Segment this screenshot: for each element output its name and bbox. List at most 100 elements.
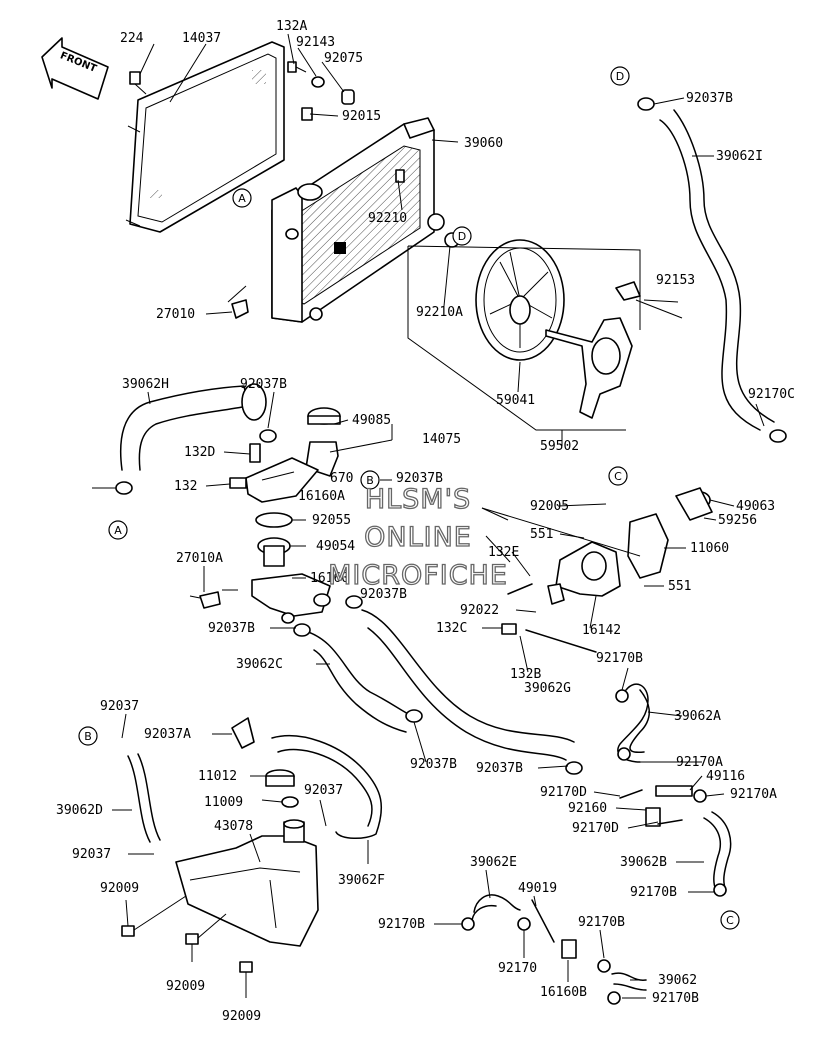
hose-39062h-icon [119,383,267,471]
part-label: 39062 [658,973,697,988]
reference-marker-a-top: A [232,188,252,208]
part-label: 92075 [324,51,363,66]
part-label: 92022 [460,603,499,618]
part-label: 39062A [674,709,721,724]
gasket-11009-icon [281,796,299,808]
part-label: 92037 [304,783,343,798]
svg-text:A: A [238,192,246,205]
part-label: 39062F [338,873,385,888]
svg-text:D: D [616,70,624,83]
part-label: 59041 [496,393,535,408]
reference-marker-b-top: B [360,470,380,490]
switch-27010-icon [227,285,249,319]
radiator-screen-icon [125,41,285,233]
part-label: 92037B [476,761,523,776]
reservoir-tank-icon [175,819,319,947]
leader-lines [92,33,765,999]
hose-39062g-icon [361,609,575,761]
svg-text:D: D [458,230,466,243]
collar-92075-icon [341,89,355,105]
svg-text:A: A [114,524,122,537]
bolt-224-icon [129,71,147,95]
fan-assembly-outline [407,245,641,431]
part-label: 551 [530,527,553,542]
impeller-59256-icon [675,487,713,521]
part-label: 92005 [530,499,569,514]
reference-marker-d-radiator: D [452,226,472,246]
clamp-icons [115,97,787,1005]
part-label: 39062B [620,855,667,870]
part-label: 92170B [578,915,625,930]
part-label: 59502 [540,439,579,454]
radiator-icon [271,117,435,323]
filter-16160b-icon [561,939,577,959]
part-label: 92015 [342,109,381,124]
hose-39062d-icon [127,753,161,843]
part-label: 39062I [716,149,763,164]
svg-text:HLSM'S: HLSM'S [365,484,471,515]
part-label: 92009 [100,881,139,896]
part-label: 39062E [470,855,517,870]
part-label: 92160 [568,801,607,816]
pump-cover-icon [627,513,669,579]
reference-marker-d-hose: D [610,66,630,86]
shaft-132b-icon [525,629,597,653]
svg-text:ONLINE: ONLINE [364,522,472,553]
part-label: 92009 [166,979,205,994]
part-label: 59256 [718,513,757,528]
part-label: 132A [276,19,307,34]
svg-text:B: B [84,730,92,743]
part-label: 92170A [730,787,777,802]
filler-cap-icon [307,407,341,425]
part-label: 27010A [176,551,223,566]
hose-39062i-icon [659,109,775,431]
part-label: 132D [184,445,215,460]
part-label: 49085 [352,413,391,428]
hose-39062e-icon [471,894,521,921]
part-label: 39060 [464,136,503,151]
oring-92055-icon [255,512,293,528]
part-label: 16160 [310,571,349,586]
clip-92210-icon [395,169,405,183]
part-label: 49063 [736,499,775,514]
svg-text:C: C [726,914,734,927]
part-label: 92037B [686,91,733,106]
hose-39062f-icon [271,735,383,839]
valve-49116-icon [655,785,693,797]
part-label: 92210 [368,211,407,226]
part-label: 16160B [540,985,587,1000]
pipe-92170d-icon [619,789,683,825]
part-label: 92037B [396,471,443,486]
part-label: 49019 [518,881,557,896]
cap-d-icon [427,213,445,231]
part-label: 49116 [706,769,745,784]
tank-cap-11012-icon [265,769,295,787]
svg-text:B: B [366,474,374,487]
part-label: 132 [174,479,197,494]
bolt-132-icon [229,477,247,489]
reference-marker-c-bottom: C [720,910,740,930]
part-label: 670 [330,471,353,486]
part-label: 11012 [198,769,237,784]
part-label: 224 [120,31,144,46]
part-label: 39062G [524,681,571,696]
part-label: 92170 [498,961,537,976]
part-label: 16160A [298,489,345,504]
part-label: 551 [668,579,691,594]
svg-text:MICROFICHE: MICROFICHE [328,560,508,591]
svg-text:C: C [614,470,622,483]
part-label: 92170B [378,917,425,932]
thermostat-cover-icon [245,457,319,503]
reference-marker-b-bottom: B [78,726,98,746]
part-label: 132B [510,667,541,682]
part-label: 92037B [208,621,255,636]
part-label: 92009 [222,1009,261,1024]
part-label: 43078 [214,819,253,834]
water-pump-icon [547,541,621,605]
front-arrow-icon: FRONT [41,37,109,100]
part-label: 11060 [690,541,729,556]
part-label: 92170B [630,885,677,900]
thermostat-icon [257,537,291,567]
part-label: 92170C [748,387,795,402]
thermostat-housing-icon [251,573,331,624]
